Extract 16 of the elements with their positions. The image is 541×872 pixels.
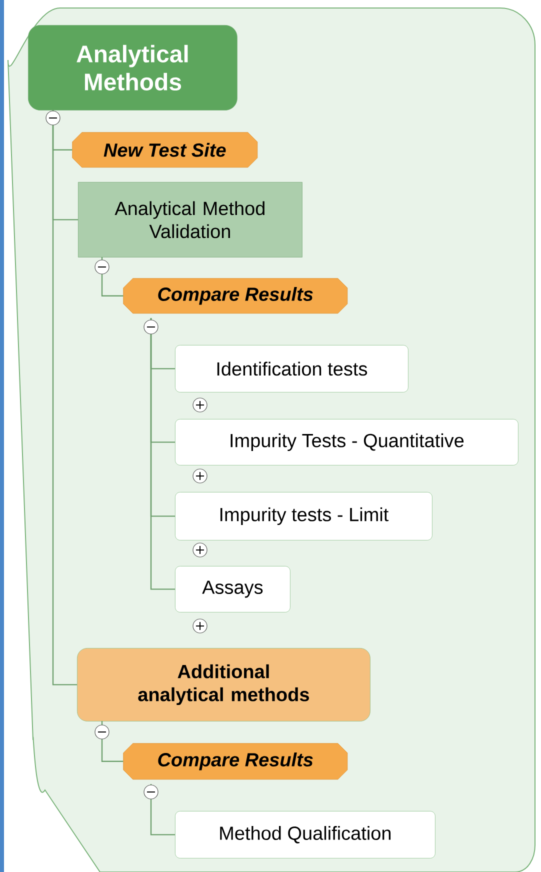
subtopic-box: Analytical Method Validation [78,182,302,258]
topic-box: Analytical Methods [28,25,238,110]
topic-box: Additional analytical methods [77,648,370,722]
connector-line [101,721,124,762]
subtopic-box: Identification tests [175,345,408,392]
tag-label: Compare Results [123,278,348,314]
connector-line [52,110,77,686]
connector-line [150,784,175,836]
tag-label: Compare Results [123,743,348,780]
subtopic-box: Impurity Tests - Quantitative [175,419,518,466]
connector-line [101,257,124,296]
subtopic-box: Assays [175,566,290,612]
subtopic-box: Method Qualification [175,811,436,858]
connector-line [150,318,175,590]
subtopic-box: Impurity tests - Limit [175,492,432,540]
tag-label: New Test Site [72,132,258,168]
